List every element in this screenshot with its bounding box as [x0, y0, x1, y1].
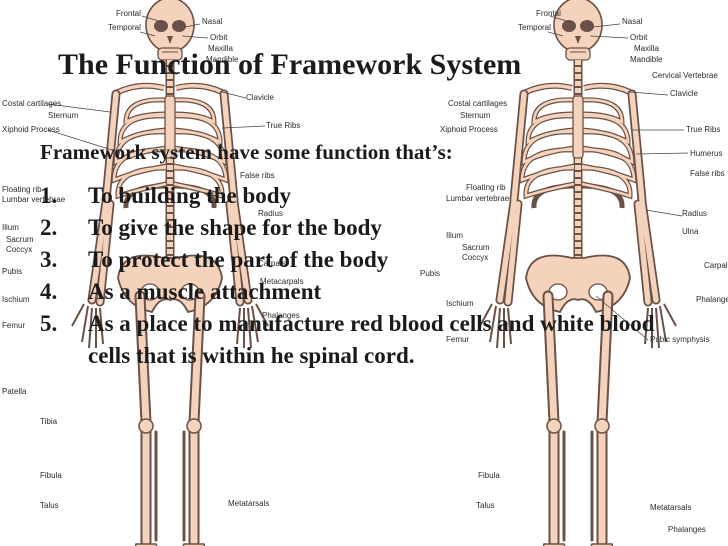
diagram-label: Xiphoid Process [2, 125, 60, 134]
list-number: 1. [40, 183, 58, 208]
diagram-label: Sacrum [462, 243, 490, 252]
diagram-label: Ilium [446, 231, 463, 240]
list-item: 4. As a muscle attachment [40, 276, 680, 308]
diagram-label: Nasal [622, 17, 643, 26]
diagram-label: True Ribs [686, 125, 720, 134]
diagram-label: Metatarsals [228, 499, 269, 508]
diagram-label: True Ribs [266, 121, 300, 130]
left-labels: Frontal Temporal Nasal Orbit Maxilla Man… [2, 9, 304, 510]
right-labels: Frontal Temporal Nasal Orbit Maxilla Man… [420, 9, 728, 534]
diagram-label: Maxilla [634, 44, 659, 53]
diagram-label: Nasal [202, 17, 223, 26]
diagram-label: Clavicle [670, 89, 699, 98]
diagram-label: Mandible [206, 55, 239, 64]
diagram-label: Costal cartilages [2, 99, 61, 108]
diagram-label: Mandible [630, 55, 663, 64]
diagram-label: Radius [682, 209, 707, 218]
diagram-label: Pubic symphysis [650, 335, 710, 344]
diagram-label: Orbit [630, 33, 648, 42]
function-list: 1. To building the body 2. To give the s… [40, 180, 680, 372]
diagram-label: Femur [2, 321, 25, 330]
list-text: As a place to manufacture red blood cell… [88, 311, 655, 368]
diagram-label: Sternum [48, 111, 79, 120]
diagram-label: Frontal [536, 9, 561, 18]
slide-title: The Function of Framework System [58, 48, 522, 81]
diagram-label: Femur [446, 335, 469, 344]
diagram-label: Frontal [116, 9, 141, 18]
diagram-label: Phalanges [262, 311, 300, 320]
diagram-label: Orbit [210, 33, 228, 42]
list-number: 5. [40, 311, 58, 336]
list-number: 2. [40, 215, 58, 240]
diagram-label: False ribs [240, 171, 275, 180]
diagram-label: Floating rib [2, 185, 42, 194]
diagram-label: Cervical Vertebrae [652, 71, 718, 80]
diagram-label: Lumbar vertebrae [446, 194, 510, 203]
list-number: 4. [40, 279, 58, 304]
list-text: As a muscle attachment [88, 279, 322, 304]
diagram-label: Pubis [420, 269, 440, 278]
diagram-label: Temporal [108, 23, 141, 32]
slide-intro: Framework system have some function that… [40, 140, 453, 164]
diagram-label: Lumbar vertebrae [2, 195, 66, 204]
diagram-label: Coccyx [462, 253, 488, 262]
diagram-label: Metacarpals [260, 277, 304, 286]
label-lines [47, 15, 689, 341]
list-item: 3. To protect the part of the body [40, 244, 680, 276]
diagram-label: Fibula [40, 471, 62, 480]
diagram-label: Costal cartilages [448, 99, 507, 108]
diagram-label: Fibula [478, 471, 500, 480]
diagram-label: Ilium [2, 223, 19, 232]
diagram-label: Phalanges [696, 295, 728, 304]
diagram-label: Patella [2, 387, 27, 396]
diagram-label: Xiphoid Process [440, 125, 498, 134]
diagram-label: Tibia [40, 417, 58, 426]
diagram-label: Maxilla [208, 44, 233, 53]
diagram-label: Talus [40, 501, 59, 510]
list-text: To building the body [88, 183, 292, 208]
diagram-label: Phalanges [668, 525, 706, 534]
list-text: To protect the part of the body [88, 247, 389, 272]
diagram-label: Clavicle [246, 93, 275, 102]
diagram-label: Floating rib [466, 183, 506, 192]
diagram-label: Carpals [704, 261, 728, 270]
list-item: 2. To give the shape for the body [40, 212, 680, 244]
diagram-label: Ischium [2, 295, 30, 304]
diagram-label: Metatarsals [650, 503, 691, 512]
diagram-label: Ulna [682, 227, 699, 236]
diagram-label: Radius [258, 209, 283, 218]
diagram-label: Ischium [446, 299, 474, 308]
list-item: 1. To building the body [40, 180, 680, 212]
list-text: To give the shape for the body [88, 215, 382, 240]
diagram-label: Coccyx [6, 245, 32, 254]
diagram-label: Carpals [258, 259, 286, 268]
list-number: 3. [40, 247, 58, 272]
diagram-label: Pubis [2, 267, 22, 276]
diagram-label: Sternum [460, 111, 491, 120]
diagram-label: False ribs [690, 169, 725, 178]
diagram-label: Temporal [518, 23, 551, 32]
diagram-label: Sacrum [6, 235, 34, 244]
diagram-label: Humerus [690, 149, 722, 158]
diagram-label: Talus [476, 501, 495, 510]
list-item: 5. As a place to manufacture red blood c… [40, 308, 680, 372]
